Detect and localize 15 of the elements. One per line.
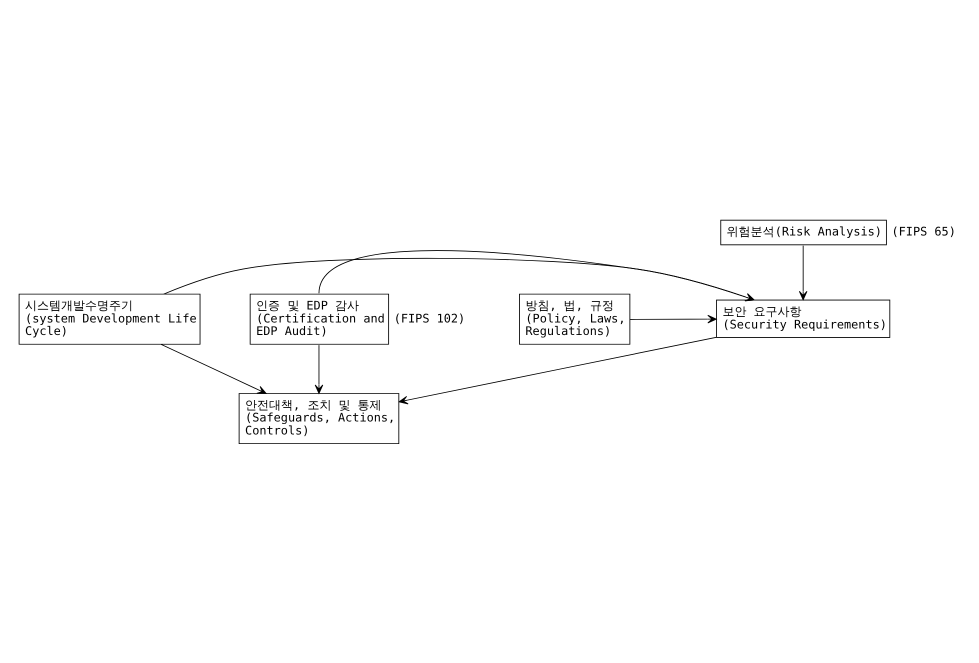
node-box: 위험분석(Risk Analysis) [720,220,887,246]
arrow [163,258,755,302]
arrow [318,250,755,302]
arrow [314,344,324,394]
node-box: 보안 요구사항 (Security Requirements) [716,300,890,338]
node-box: 방침, 법, 규정 (Policy, Laws, Regulations) [519,294,630,345]
node-label: (FIPS 102) [394,311,466,326]
arrow [798,245,808,300]
arrow [160,344,267,394]
arrow [630,314,717,324]
node-box: 인증 및 EDP 감사 (Certification and EDP Audit) [250,294,390,345]
arrow [398,336,717,404]
node-label: (FIPS 65) [892,224,956,239]
node-box: 안전대책, 조치 및 통제 (Safeguards, Actions, Controls) [238,393,400,444]
node-box: 시스템개발수명주기 (system Development Life Cycle) [18,294,200,345]
